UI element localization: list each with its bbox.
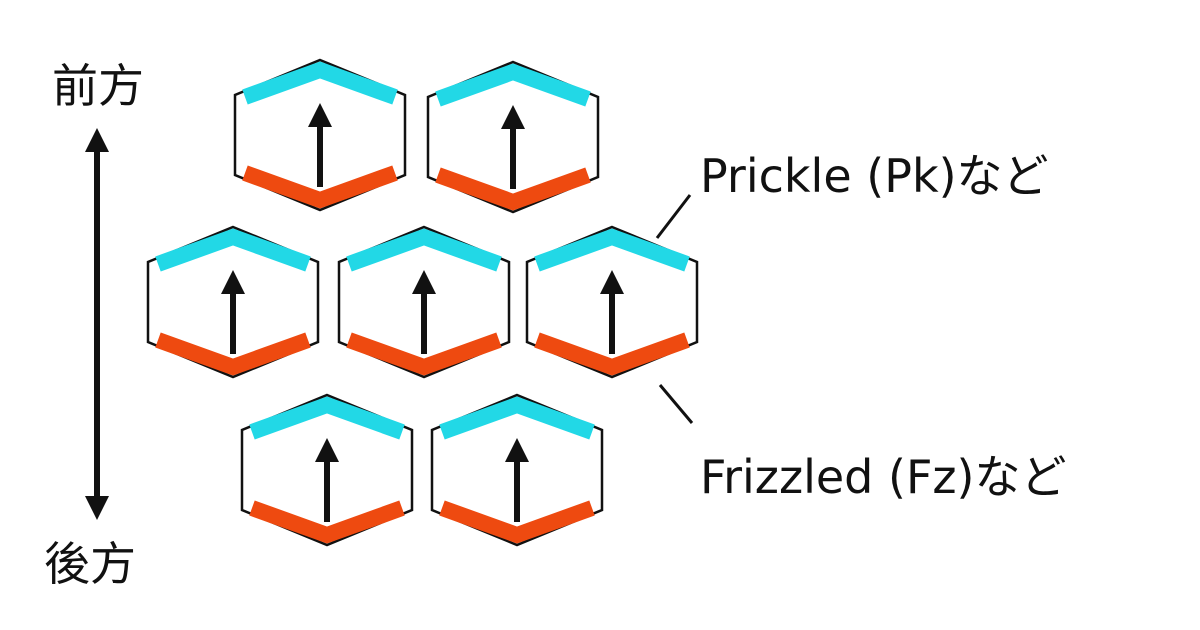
cell: [430, 393, 604, 547]
anterior-protein-band: [439, 396, 595, 440]
posterior-protein-band: [534, 332, 690, 376]
anterior-protein-band: [435, 63, 591, 107]
anterior-protein-band: [534, 228, 690, 272]
anterior-protein-band: [346, 228, 502, 272]
anterior-protein-band: [242, 61, 398, 105]
cell: [240, 393, 414, 547]
frizzled-leader-line: [658, 384, 694, 424]
cell: [337, 225, 511, 379]
cell: [525, 225, 699, 379]
anterior-protein-band: [155, 228, 311, 272]
frizzled-label: Frizzled (Fz)など: [700, 450, 1067, 504]
posterior-protein-band: [249, 500, 405, 544]
posterior-protein-band: [435, 167, 591, 211]
posterior-label: 後方: [44, 537, 136, 591]
prickle-label: Prickle (Pk)など: [700, 149, 1049, 203]
posterior-protein-band: [242, 165, 398, 209]
anterior-label: 前方: [52, 59, 144, 113]
cell: [146, 225, 320, 379]
posterior-protein-band: [346, 332, 502, 376]
posterior-protein-band: [439, 500, 595, 544]
posterior-protein-band: [155, 332, 311, 376]
anterior-protein-band: [249, 396, 405, 440]
prickle-leader-line: [655, 194, 692, 239]
cell: [426, 60, 600, 214]
cell: [233, 58, 407, 212]
cell-sheet: [146, 58, 699, 547]
